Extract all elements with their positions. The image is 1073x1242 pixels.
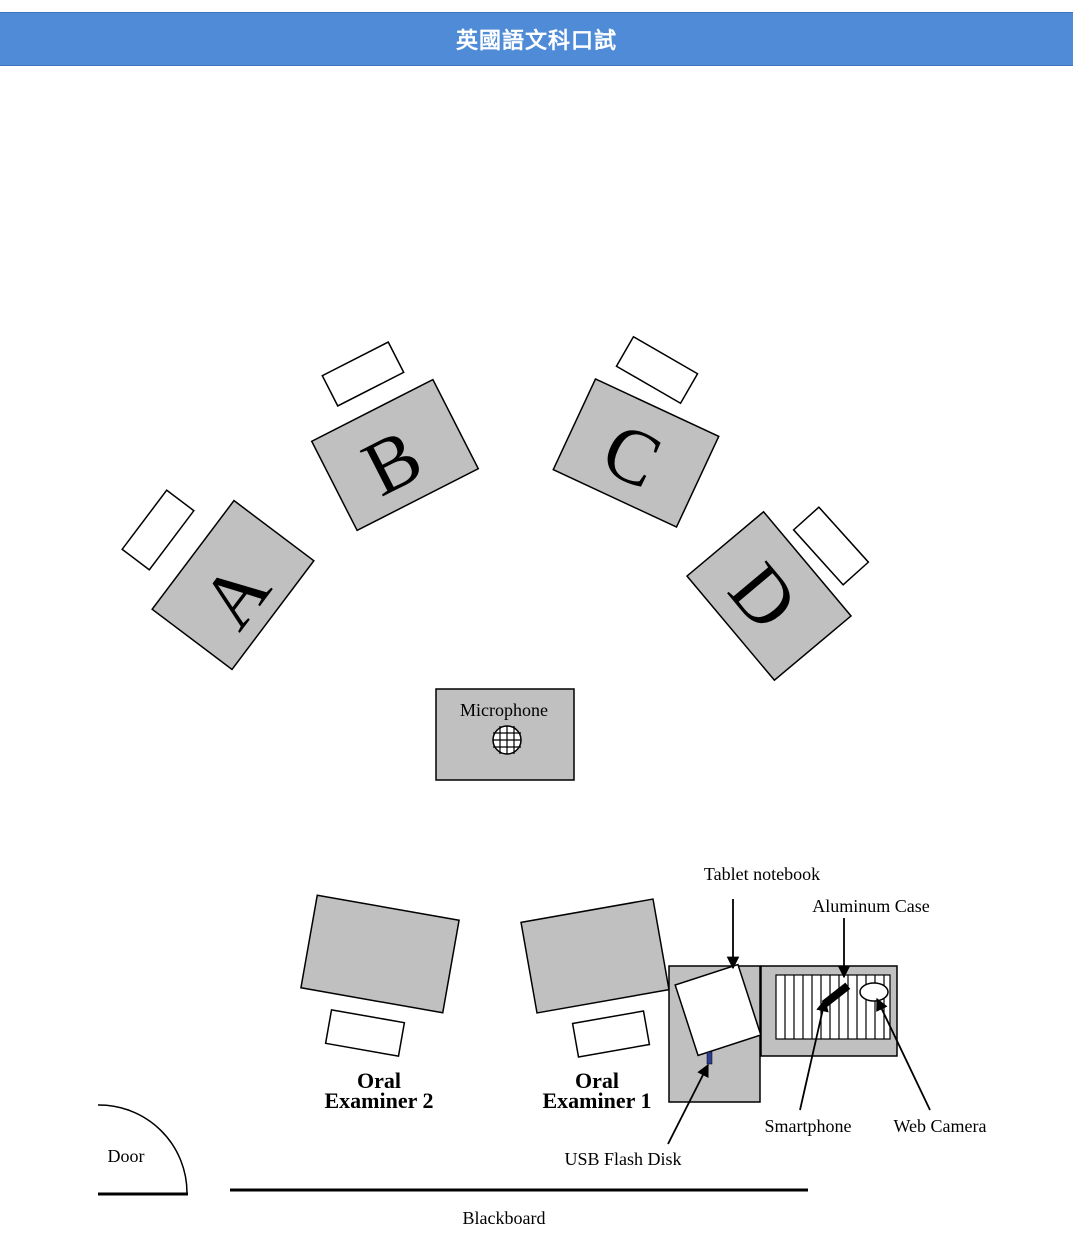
candidate-d-desk: [685, 510, 853, 682]
blackboard: Blackboard: [230, 1188, 808, 1228]
candidate-d-paper: [792, 506, 870, 586]
examiner-1-desk: [520, 898, 670, 1014]
door-label: Door: [108, 1146, 145, 1166]
candidate-c-group: C: [552, 335, 720, 529]
examiner-1-line1: Oral: [575, 1068, 619, 1093]
examiner-1-group: Oral Examiner 1: [520, 898, 670, 1113]
candidate-d-group: D: [685, 506, 870, 682]
examiner-2-line1: Oral: [357, 1068, 401, 1093]
microphone-icon: [492, 725, 522, 755]
web-camera-arrow: [876, 997, 931, 1111]
examiner-1-line2: Examiner 1: [543, 1088, 652, 1113]
candidate-c-desk: [552, 377, 720, 529]
web-camera-label: Web Camera: [893, 1116, 986, 1136]
candidate-b-paper: [321, 341, 405, 407]
usb-flash-disk-label: USB Flash Disk: [564, 1149, 681, 1169]
equipment-table: [668, 963, 762, 1103]
microphone-desk: [435, 688, 575, 781]
candidate-a-desk: [151, 499, 315, 671]
examiner-2-line2: Examiner 2: [325, 1088, 434, 1113]
microphone-label: Microphone: [460, 700, 548, 720]
examiner-2-group: Oral Examiner 2: [300, 894, 460, 1113]
examiner-2-desk: [300, 894, 460, 1014]
microphone-table: Microphone: [435, 688, 575, 781]
door-swing-arc: [97, 1104, 188, 1194]
web-camera-icon: [859, 982, 889, 1002]
tablet-notebook: [674, 963, 762, 1057]
blackboard-label: Blackboard: [463, 1208, 546, 1228]
examiner-1-paper: [571, 1010, 651, 1058]
aluminum-case: [760, 965, 898, 1057]
page-title: 英國語文科口試: [455, 29, 617, 54]
smartphone-icon: [821, 982, 851, 1008]
aluminum-case-label: Aluminum Case: [812, 896, 930, 916]
door: Door: [97, 1104, 188, 1196]
usb-flash-disk-arrow: [667, 1063, 709, 1145]
title-bar: 英國語文科口試: [0, 12, 1073, 66]
smartphone-label: Smartphone: [765, 1116, 852, 1136]
candidate-a-group: A: [121, 489, 315, 671]
candidate-c-paper: [615, 335, 699, 405]
examiner-2-paper: [324, 1008, 406, 1058]
candidate-a-paper: [121, 489, 195, 571]
candidate-b-group: B: [310, 341, 480, 532]
tablet-notebook-label: Tablet notebook: [704, 864, 820, 884]
usb-flash-disk-icon: [706, 1051, 713, 1065]
candidate-b-desk: [310, 378, 480, 532]
smartphone-arrow: [799, 998, 829, 1111]
